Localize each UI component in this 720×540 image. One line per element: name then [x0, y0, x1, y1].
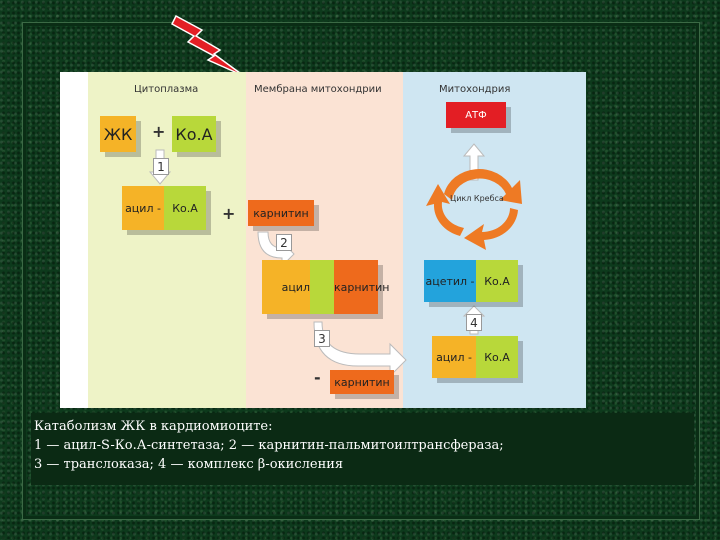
plus-sign: +	[152, 122, 166, 141]
atp-box: АТФ	[446, 102, 506, 128]
acyl-box: ацил -	[122, 186, 164, 230]
acyl2-box: ацил -	[432, 336, 476, 378]
acylcarnitine-carnitine-box: карнитин	[334, 260, 389, 314]
acetyl-box: ацетил -	[424, 260, 476, 302]
plus-sign-2: +	[222, 204, 236, 223]
step1-number: 1	[153, 158, 169, 175]
slide-frame	[22, 22, 700, 520]
mitochondria-label: Митохондрия	[439, 84, 511, 95]
acylcarnitine-label-a: ацил	[281, 280, 310, 294]
acyl2-coa-box: Ко.А	[476, 336, 518, 378]
catabolism-diagram: Цитоплазма Мембрана митохондрии Митохонд…	[60, 72, 586, 408]
acylcarnitine-label-b: карнитин	[334, 280, 390, 294]
carnitine-box: карнитин	[248, 200, 314, 226]
fatty-acid-box: ЖК	[100, 116, 136, 152]
acetyl-coa-box: Ко.А	[476, 260, 518, 302]
membrane-label: Мембрана митохондрии	[254, 84, 382, 95]
krebs-cycle-icon	[426, 169, 522, 250]
krebs-cycle-label: Цикл Кребса	[450, 194, 504, 203]
cytoplasm-label: Цитоплазма	[134, 84, 199, 95]
lightning-icon	[171, 14, 245, 77]
minus-sign: -	[314, 368, 321, 387]
step4-number: 4	[466, 314, 482, 331]
coa-box: Ко.А	[172, 116, 216, 152]
caption-line-1: Катаболизм ЖК в кардиомиоците:	[34, 419, 273, 434]
acylcarnitine-acyl-box: ацил	[262, 260, 310, 314]
step2-number: 2	[276, 234, 292, 251]
acylcarnitine-coa-box	[310, 260, 334, 314]
carnitine-out-box: карнитин	[330, 370, 394, 394]
caption-line-3: 3 — транслоказа; 4 — комплекс β-окислени…	[34, 457, 344, 472]
acyl-coa-box: Ко.А	[164, 186, 206, 230]
caption-line-2: 1 — ацил-S-Ко.А-синтетаза; 2 — карнитин-…	[34, 438, 504, 453]
step3-number: 3	[314, 330, 330, 347]
figure-caption: Катаболизм ЖК в кардиомиоците: 1 — ацил-…	[31, 413, 694, 485]
